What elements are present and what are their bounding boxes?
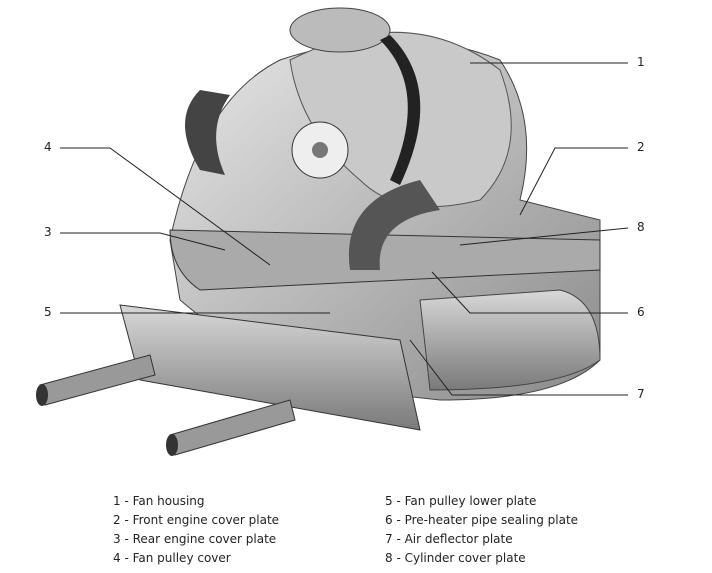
callout-6: 6 [637, 305, 645, 319]
legend-item: 5 - Fan pulley lower plate [385, 494, 537, 508]
legend-item: 7 - Air deflector plate [385, 532, 513, 546]
legend-item: 8 - Cylinder cover plate [385, 551, 526, 565]
tailpipe-2 [169, 399, 296, 456]
legend-left: 1 - Fan housing 2 - Front engine cover p… [113, 492, 279, 568]
legend-right: 5 - Fan pulley lower plate 6 - Pre-heate… [385, 492, 578, 568]
callout-2: 2 [637, 140, 645, 154]
callout-7: 7 [637, 387, 645, 401]
callout-4: 4 [44, 140, 52, 154]
heat-exchanger [419, 289, 601, 391]
cover-plate [169, 229, 601, 291]
callout-8: 8 [637, 220, 645, 234]
legend-item: 4 - Fan pulley cover [113, 551, 231, 565]
legend-item: 6 - Pre-heater pipe sealing plate [385, 513, 579, 527]
muffler [36, 304, 421, 456]
legend-item: 3 - Rear engine cover plate [113, 532, 277, 546]
legend-item: 2 - Front engine cover plate [113, 513, 280, 527]
hose-left [185, 90, 230, 175]
hose-right [348, 180, 440, 270]
callout-5: 5 [44, 305, 52, 319]
hose-top [380, 35, 421, 185]
legend-item: 1 - Fan housing [113, 494, 205, 508]
leader-lines [60, 62, 629, 396]
tailpipe-1 [39, 354, 156, 406]
engine-body [169, 7, 601, 401]
air-filter [289, 7, 391, 53]
callout-3: 3 [44, 225, 52, 239]
callout-1: 1 [637, 55, 645, 69]
